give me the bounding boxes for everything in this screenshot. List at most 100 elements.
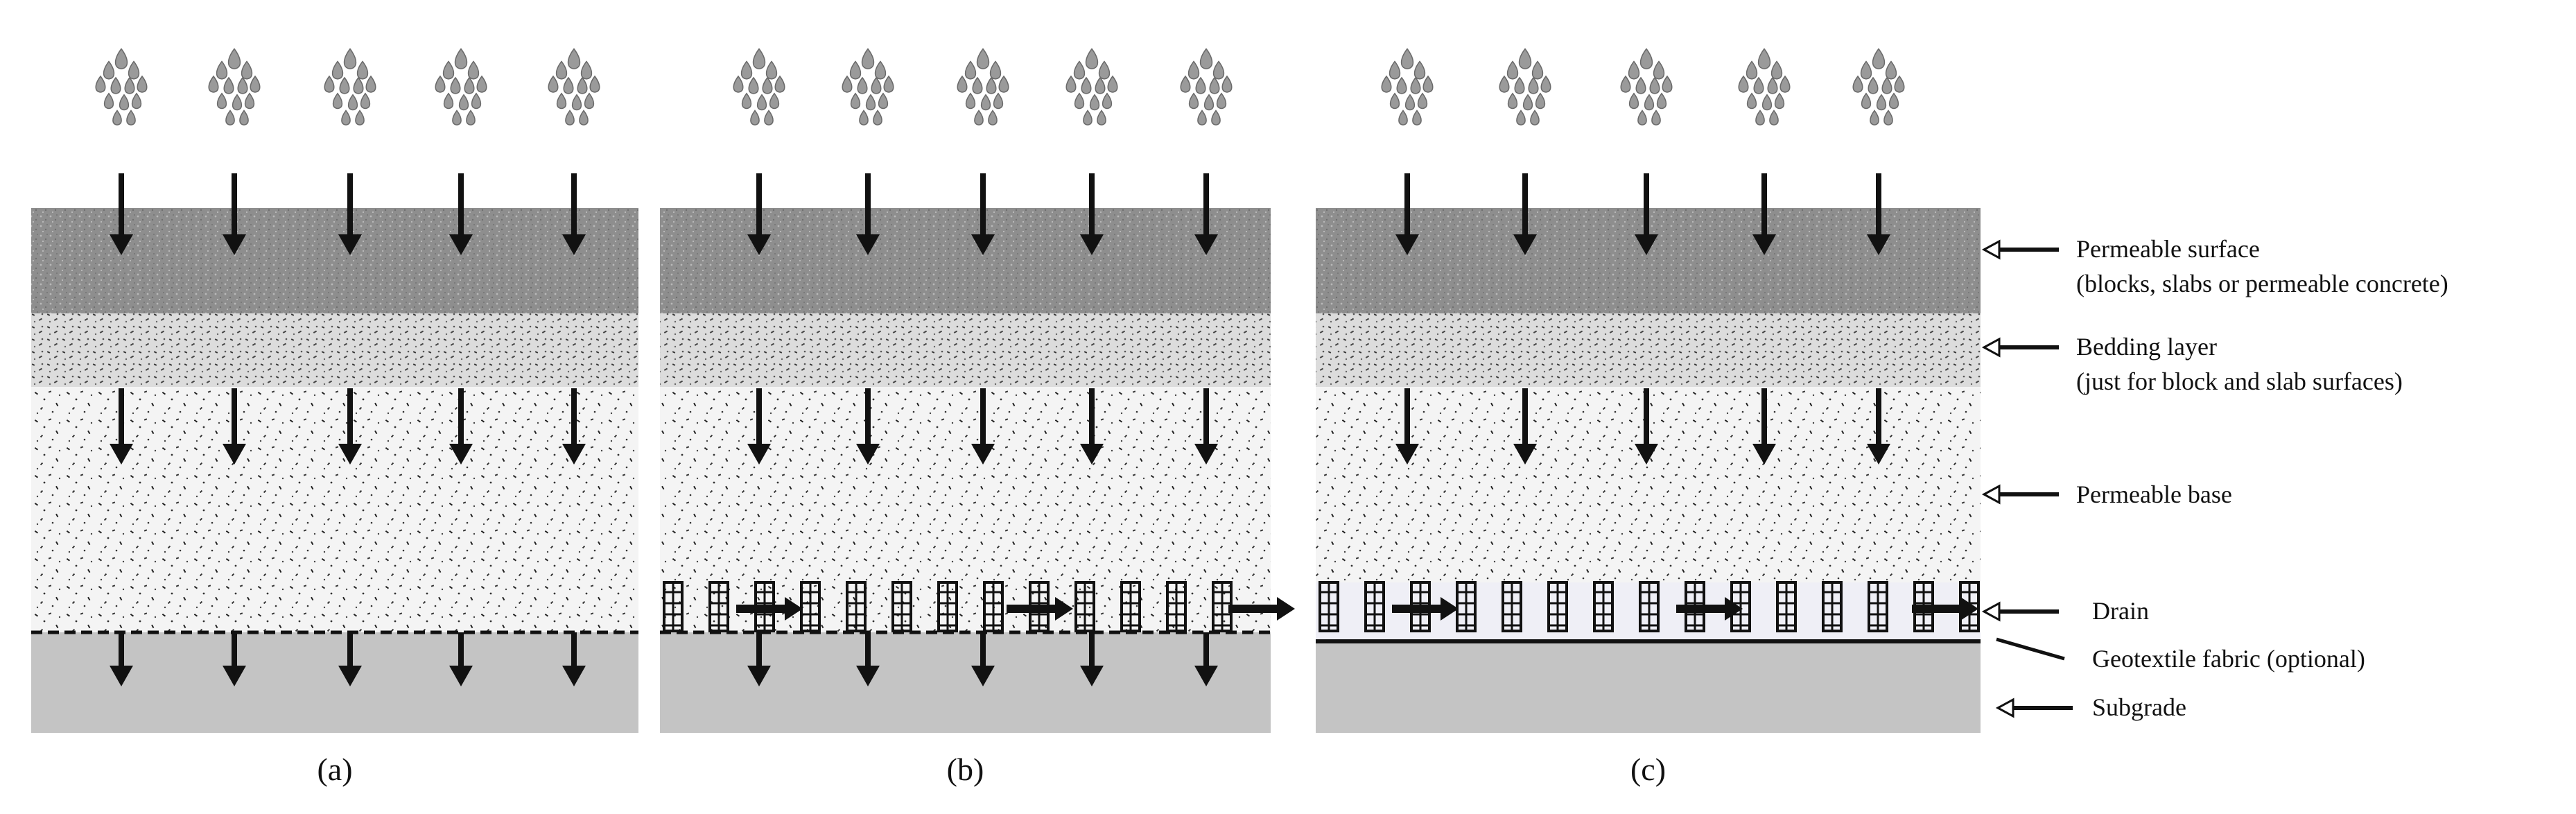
geotextile-label: Geotextile fabric (optional) [2092,645,2365,673]
infiltration-arrow [856,388,880,465]
subgrade-label: Subgrade [2092,693,2186,721]
drain-cell [1593,581,1614,632]
drain-cell [1502,581,1522,632]
raindrop-cluster [548,48,600,125]
raindrop-cluster [435,48,487,125]
drain-cell [663,581,684,632]
drain-label: Drain [2092,597,2149,625]
infiltration-arrow [1867,173,1890,255]
drain-cell [1639,581,1660,632]
infiltration-arrow [747,173,771,255]
raindrop-cluster [1381,48,1434,125]
geotextile-pointer-line [1996,637,2065,661]
drain-cell [846,581,867,632]
infiltration-arrow [856,173,880,255]
exfiltration-arrow [449,632,473,686]
permeable-surface-label: Permeable surface [2076,235,2260,263]
permeable-base-label: Permeable base [2076,480,2232,508]
infiltration-arrow [223,388,246,465]
infiltration-arrow [449,388,473,465]
exfiltration-arrow [1080,632,1104,686]
raindrop-cluster [1499,48,1551,125]
infiltration-arrow [338,173,362,255]
infiltration-arrow [1395,173,1419,255]
panel-b: (b) [660,48,1295,787]
lateral-flow-arrow [1007,597,1073,621]
infiltration-arrow [1395,388,1419,465]
bedding-layer [1316,313,1981,387]
panel-a: (a) [31,48,638,787]
panel-caption: (a) [317,752,352,787]
infiltration-arrow [1752,173,1776,255]
infiltration-arrow [1635,388,1658,465]
raindrop-cluster [208,48,261,125]
infiltration-arrow [449,173,473,255]
subgrade-layer [660,632,1271,733]
subgrade-layer [1316,641,1981,733]
lateral-flow-arrow [1676,597,1743,621]
permeable-base-layer [31,387,638,632]
infiltration-arrow [971,173,995,255]
drain-cell [1868,581,1888,632]
subgrade-layer [31,632,638,733]
bedding-layer-label: Bedding layer [2076,333,2217,361]
drain-cell [1456,581,1477,632]
permeable-surface-pointer [1981,239,2059,260]
raindrop-cluster [842,48,894,125]
infiltration-arrow [747,388,771,465]
raindrop-cluster [733,48,785,125]
lateral-flow-arrow [1912,597,1978,621]
permeable-surface-layer [660,208,1271,313]
bedding-layer-pointer [1981,337,2059,358]
infiltration-arrow [1194,173,1218,255]
bedding-layer [660,313,1271,387]
raindrop-cluster [95,48,148,125]
bedding-layer-sublabel: (just for block and slab surfaces) [2076,367,2403,395]
lateral-flow-arrow [1228,597,1295,621]
panel-caption: (c) [1630,752,1666,787]
infiltration-arrow [338,388,362,465]
infiltration-arrow [971,388,995,465]
drain-cell [1364,581,1385,632]
exfiltration-arrow [856,632,880,686]
raindrop-cluster [1180,48,1233,125]
drain-pipe-layer [1316,581,1981,641]
infiltration-arrow [223,173,246,255]
lateral-flow-arrow [736,597,803,621]
raindrop-cluster [1852,48,1905,125]
subgrade-pointer [1995,698,2073,718]
raindrop-cluster [1620,48,1673,125]
exfiltration-arrow [110,632,133,686]
exfiltration-arrow [1194,632,1218,686]
raindrop-cluster [324,48,376,125]
permeable-surface-sublabel: (blocks, slabs or permeable concrete) [2076,270,2448,297]
infiltration-arrow [1194,388,1218,465]
exfiltration-arrow [562,632,586,686]
infiltration-arrow [110,388,133,465]
exfiltration-arrow [338,632,362,686]
drain-pointer [1981,601,2059,622]
exfiltration-arrow [223,632,246,686]
drain-cell [1822,581,1843,632]
drain-cell [1776,581,1797,632]
infiltration-arrow [1080,173,1104,255]
exfiltration-arrow [971,632,995,686]
raindrop-cluster [1738,48,1791,125]
bedding-layer [31,313,638,387]
permeable-base-layer [660,387,1271,632]
infiltration-arrow [1513,388,1537,465]
permeable-base-pointer [1981,484,2059,505]
infiltration-arrow [1867,388,1890,465]
drain-cell [1212,581,1233,632]
layer-legend: Permeable surface (blocks, slabs or perm… [1981,235,2448,721]
exfiltration-arrow [747,632,771,686]
infiltration-arrow [1513,173,1537,255]
panel-c: (c) [1316,48,1981,787]
panel-caption: (b) [947,752,984,787]
drain-cell [1547,581,1568,632]
infiltration-arrow [562,388,586,465]
raindrop-cluster [1065,48,1118,125]
infiltration-arrow [562,173,586,255]
infiltration-arrow [110,173,133,255]
